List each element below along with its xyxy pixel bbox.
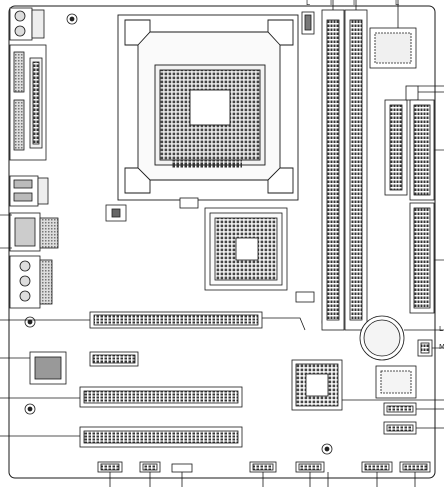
atx-power-connector [384,85,435,201]
cd-in-connector [89,351,139,367]
agp-slot [0,311,306,331]
edge-label-right-2: M [439,343,444,351]
super-io-chip [369,0,417,69]
audio-codec-chip [0,351,67,385]
edge-label-right-1: L [439,325,443,333]
pci-slots [0,386,243,448]
rear-io-panel [9,7,59,309]
edge-label-top-1: I [330,0,333,7]
cpu-socket-area [117,14,299,201]
dimm-slots [321,0,368,331]
ide-connectors [409,202,435,314]
right-bottom-headers [383,402,444,435]
bottom-headers [97,461,431,487]
aux-connector [179,197,199,209]
edge-label-top-3: L [306,0,310,7]
io-chip-small [105,204,127,222]
bios-chip [375,365,417,399]
edge-label-top-2: I [353,0,356,7]
northbridge-chip [204,207,315,303]
jumpers-right [417,339,433,357]
cpu-socket-center [189,89,231,126]
edge-label-top-right: L [395,0,399,7]
cpu-fan-header [301,11,315,35]
leader-lines [0,85,444,349]
southbridge-chip [291,359,444,411]
cmos-battery [359,315,444,361]
